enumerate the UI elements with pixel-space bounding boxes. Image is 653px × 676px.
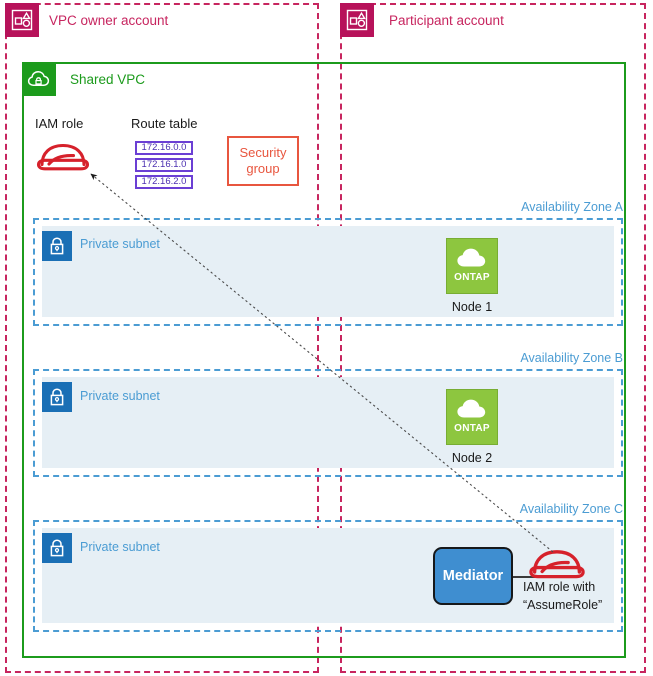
node-2-label: Node 2 (451, 451, 493, 465)
iam-role-label: IAM role (35, 116, 84, 131)
vpc-owner-account-label: VPC owner account (49, 13, 169, 28)
route-table-entry: 172.16.2.0 (135, 175, 193, 189)
assume-role-label: IAM role with “AssumeRole” (523, 578, 602, 614)
vpc-cloud-lock-icon (22, 62, 56, 96)
private-subnet-b-label: Private subnet (80, 389, 160, 403)
shared-vpc-boundary (22, 62, 626, 658)
participant-account-label: Participant account (389, 13, 504, 28)
ontap-badge-label: ONTAP (454, 272, 490, 283)
lock-icon (42, 533, 72, 563)
route-table-entry: 172.16.0.0 (135, 141, 193, 155)
security-group-label-line2: group (246, 161, 280, 176)
availability-zone-b-label: Availability Zone B (520, 351, 623, 365)
ontap-icon: ONTAP (446, 389, 498, 445)
lock-icon (42, 382, 72, 412)
availability-zone-a-label: Availability Zone A (521, 200, 623, 214)
mediator-box: Mediator (433, 547, 513, 605)
assume-role-label-line1: IAM role with (523, 580, 596, 594)
private-subnet-a-label: Private subnet (80, 237, 160, 251)
security-group-box: Security group (227, 136, 299, 186)
iam-role-hardhat-icon (524, 541, 590, 590)
route-table-title: Route table (131, 116, 198, 131)
security-group-label-line1: Security (239, 144, 287, 160)
account-icon (5, 3, 39, 37)
assume-role-label-line2: “AssumeRole” (523, 598, 603, 613)
availability-zone-c-label: Availability Zone C (519, 502, 623, 516)
account-icon (340, 3, 374, 37)
shared-vpc-label: Shared VPC (70, 72, 146, 87)
private-subnet-c-label: Private subnet (80, 540, 160, 554)
lock-icon (42, 231, 72, 261)
node-1-label: Node 1 (451, 300, 493, 314)
iam-role-hardhat-icon (32, 136, 94, 181)
ontap-badge-label: ONTAP (454, 423, 490, 434)
route-table-entry: 172.16.1.0 (135, 158, 193, 172)
ontap-icon: ONTAP (446, 238, 498, 294)
